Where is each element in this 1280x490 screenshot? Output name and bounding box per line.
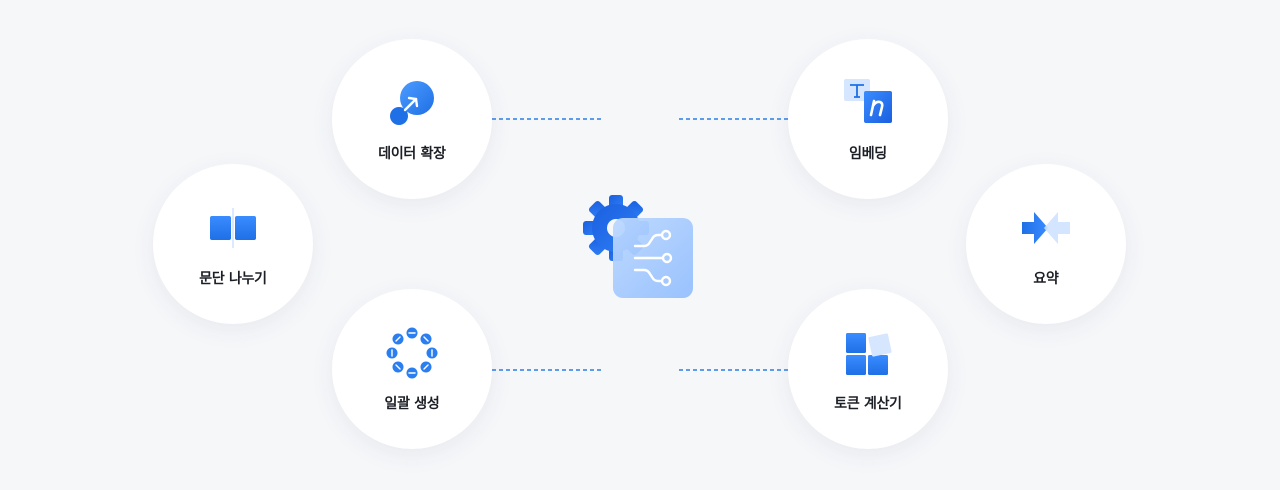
merge-arrows-icon (1018, 200, 1074, 256)
node-label: 임베딩 (849, 146, 887, 162)
circle-ring-icon (384, 325, 440, 381)
text-transform-icon (840, 75, 896, 131)
node-summary[interactable]: 요약 (966, 164, 1126, 324)
node-label: 요약 (1033, 271, 1059, 287)
central-hub (580, 186, 700, 302)
node-embedding[interactable]: 임베딩 (788, 39, 948, 199)
node-label: 문단 나누기 (199, 271, 267, 287)
expand-arrow-icon (384, 75, 440, 131)
node-token-calculator[interactable]: 토큰 계산기 (788, 289, 948, 449)
node-data-expansion[interactable]: 데이터 확장 (332, 39, 492, 199)
node-batch-generation[interactable]: 일괄 생성 (332, 289, 492, 449)
node-label: 일괄 생성 (384, 396, 440, 412)
grid-blocks-icon (840, 325, 896, 381)
node-label: 토큰 계산기 (834, 396, 902, 412)
node-label: 데이터 확장 (378, 146, 446, 162)
circuit-icon (613, 218, 693, 298)
node-paragraph-split[interactable]: 문단 나누기 (153, 164, 313, 324)
split-panel-icon (205, 200, 261, 256)
